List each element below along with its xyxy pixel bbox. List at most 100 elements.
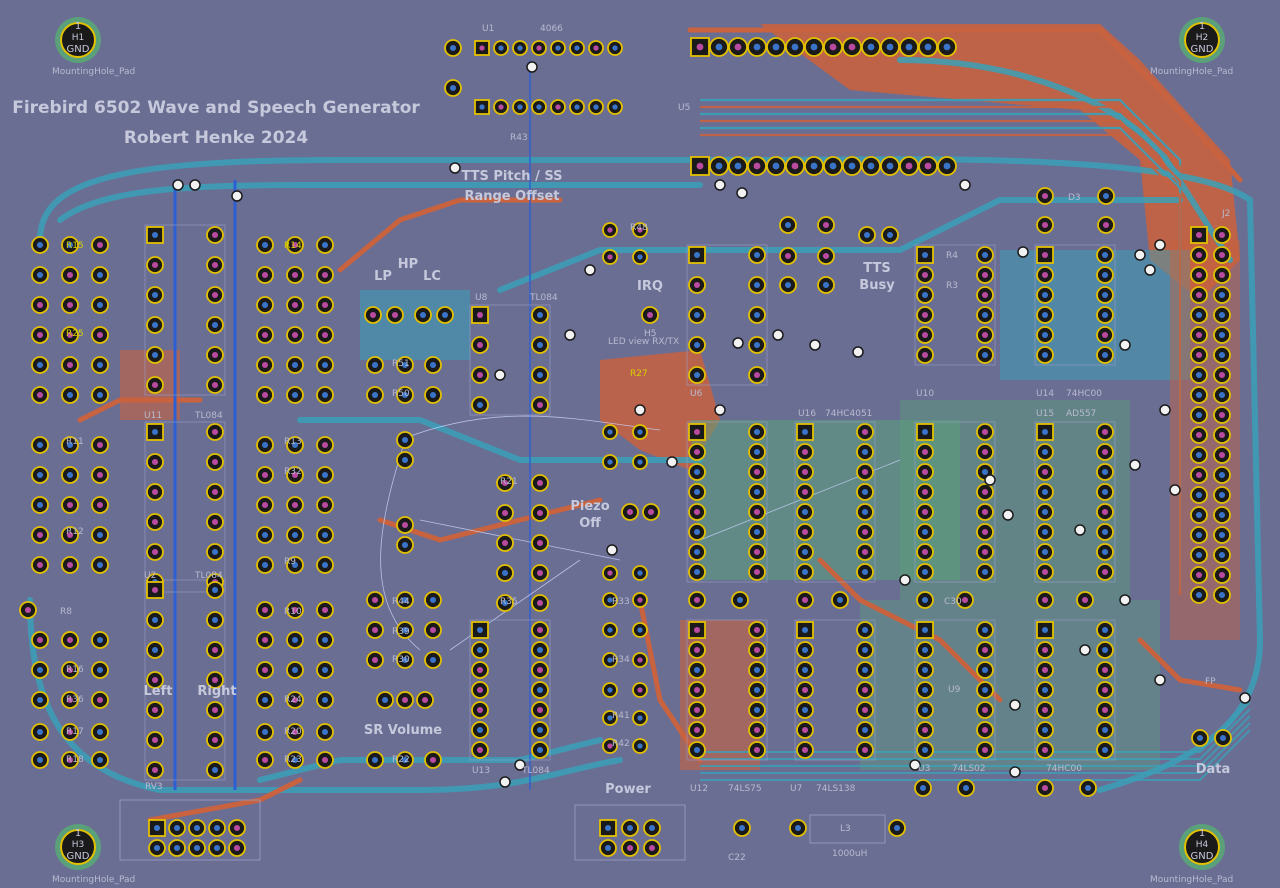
pad-drill	[152, 549, 158, 555]
pad-drill	[537, 540, 543, 546]
label-lc: LC	[423, 269, 441, 284]
pad-drill	[982, 707, 988, 713]
pad-drill	[430, 757, 436, 763]
pad-drill	[862, 569, 868, 575]
pad-drill	[1042, 647, 1048, 653]
pad-drill	[1042, 667, 1048, 673]
pad-drill	[1196, 292, 1202, 298]
pad-drill	[372, 597, 378, 603]
pad-drill	[212, 647, 218, 653]
via	[715, 180, 725, 190]
pad-drill	[1196, 252, 1202, 258]
via	[1160, 405, 1170, 415]
pad-drill	[174, 825, 180, 831]
pad-drill	[1219, 232, 1225, 238]
pad-drill	[322, 472, 328, 478]
pad-drill	[612, 45, 617, 50]
ref-rv3: RV3	[145, 782, 163, 792]
pad-drill	[37, 362, 43, 368]
pad-drill	[402, 542, 408, 548]
pad-drill	[502, 540, 508, 546]
pad-drill	[322, 302, 328, 308]
pad-drill	[1102, 252, 1108, 258]
pad-drill	[754, 282, 760, 288]
pad-drill	[802, 597, 808, 603]
ref-u5: U5	[678, 103, 690, 113]
pad-drill	[802, 687, 808, 693]
pad-drill	[477, 687, 483, 693]
pad-drill	[212, 707, 218, 713]
pad-drill	[754, 489, 760, 495]
pad-drill	[1042, 707, 1048, 713]
pad-drill	[605, 825, 611, 831]
pad-drill	[862, 727, 868, 733]
pad-drill	[537, 627, 543, 633]
pad-drill	[694, 282, 700, 288]
pad-drill	[1085, 785, 1091, 791]
pad-drill	[802, 509, 808, 515]
pad-drill	[152, 232, 158, 238]
ref-u6: U6	[690, 389, 703, 399]
pad-drill	[649, 845, 655, 851]
pad-drill	[1196, 352, 1202, 358]
pad-drill	[754, 529, 760, 535]
pad-drill	[802, 707, 808, 713]
pad-drill	[322, 607, 328, 613]
pad-drill	[152, 677, 158, 683]
ref-r35: R35	[500, 597, 518, 607]
pad-drill	[194, 825, 200, 831]
pad-drill	[477, 372, 483, 378]
pad-drill	[849, 163, 856, 170]
pad-drill	[862, 647, 868, 653]
pad-drill	[262, 242, 268, 248]
pad-drill	[322, 242, 328, 248]
pad-drill	[962, 597, 968, 603]
ref-r21: R21	[500, 477, 518, 487]
pad-drill	[212, 617, 218, 623]
ref-r8: R8	[60, 607, 72, 617]
pad-drill	[849, 44, 856, 51]
pad-drill	[402, 457, 408, 463]
pad-drill	[694, 747, 700, 753]
pad-drill	[1042, 312, 1048, 318]
pad-drill	[637, 657, 642, 662]
pad-drill	[694, 489, 700, 495]
pad-drill	[887, 163, 894, 170]
ref-u2: U2	[144, 571, 156, 581]
pad-drill	[1042, 193, 1048, 199]
ref-r10: R10	[284, 607, 302, 617]
board-author: Robert Henke 2024	[124, 128, 309, 148]
pad-drill	[502, 510, 508, 516]
pad-drill	[802, 627, 808, 633]
pad-drill	[922, 707, 928, 713]
pad-drill	[694, 429, 700, 435]
pad-drill	[925, 163, 932, 170]
via	[635, 405, 645, 415]
via	[810, 340, 820, 350]
pad-drill	[1219, 312, 1225, 318]
pad-drill	[37, 697, 43, 703]
ref-r20: R20	[284, 727, 302, 737]
pad-drill	[811, 163, 818, 170]
pad-drill	[982, 489, 988, 495]
pad-drill	[154, 825, 160, 831]
pad-drill	[1042, 747, 1048, 753]
pad-drill	[430, 627, 436, 633]
pad-drill	[212, 587, 218, 593]
pad-drill	[152, 617, 158, 623]
pad-drill	[262, 532, 268, 538]
via	[1135, 250, 1145, 260]
pad-drill	[823, 253, 829, 259]
pad-drill	[430, 392, 436, 398]
pad-drill	[1102, 529, 1108, 535]
ref-r14: R14	[284, 241, 302, 251]
pad-drill	[1196, 312, 1202, 318]
pad-drill	[262, 392, 268, 398]
via	[495, 370, 505, 380]
pad-drill	[152, 352, 158, 358]
pad-drill	[868, 44, 875, 51]
via	[527, 62, 537, 72]
pad-drill	[372, 627, 378, 633]
pad-drill	[922, 667, 928, 673]
pad-drill	[1196, 532, 1202, 538]
